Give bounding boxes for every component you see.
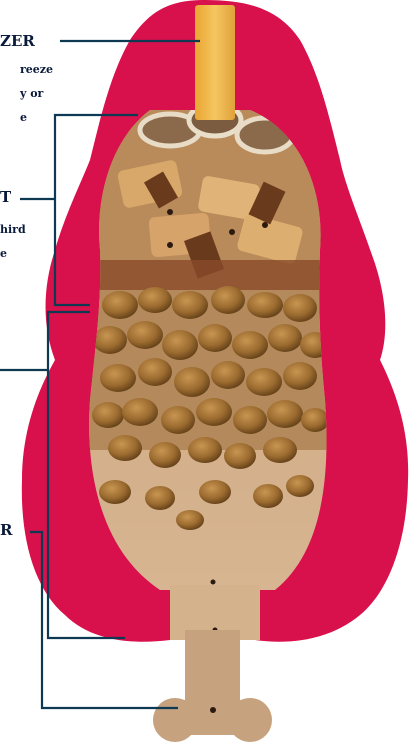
top-layer-line-3: e xyxy=(20,112,27,123)
treat-stick xyxy=(195,5,235,120)
middle-layer-line-1: hird xyxy=(0,224,26,235)
top-layer-title: ZER xyxy=(0,34,35,49)
middle-layer-line-2: e xyxy=(0,248,7,259)
top-layer-line-2: y or xyxy=(20,88,43,99)
bone-biscuit xyxy=(153,630,272,742)
middle-layer-title: T xyxy=(0,190,11,205)
bottom-layer-title: R xyxy=(0,523,12,538)
top-layer-line-1: reeze xyxy=(20,64,53,75)
kibble-layer xyxy=(80,286,340,530)
